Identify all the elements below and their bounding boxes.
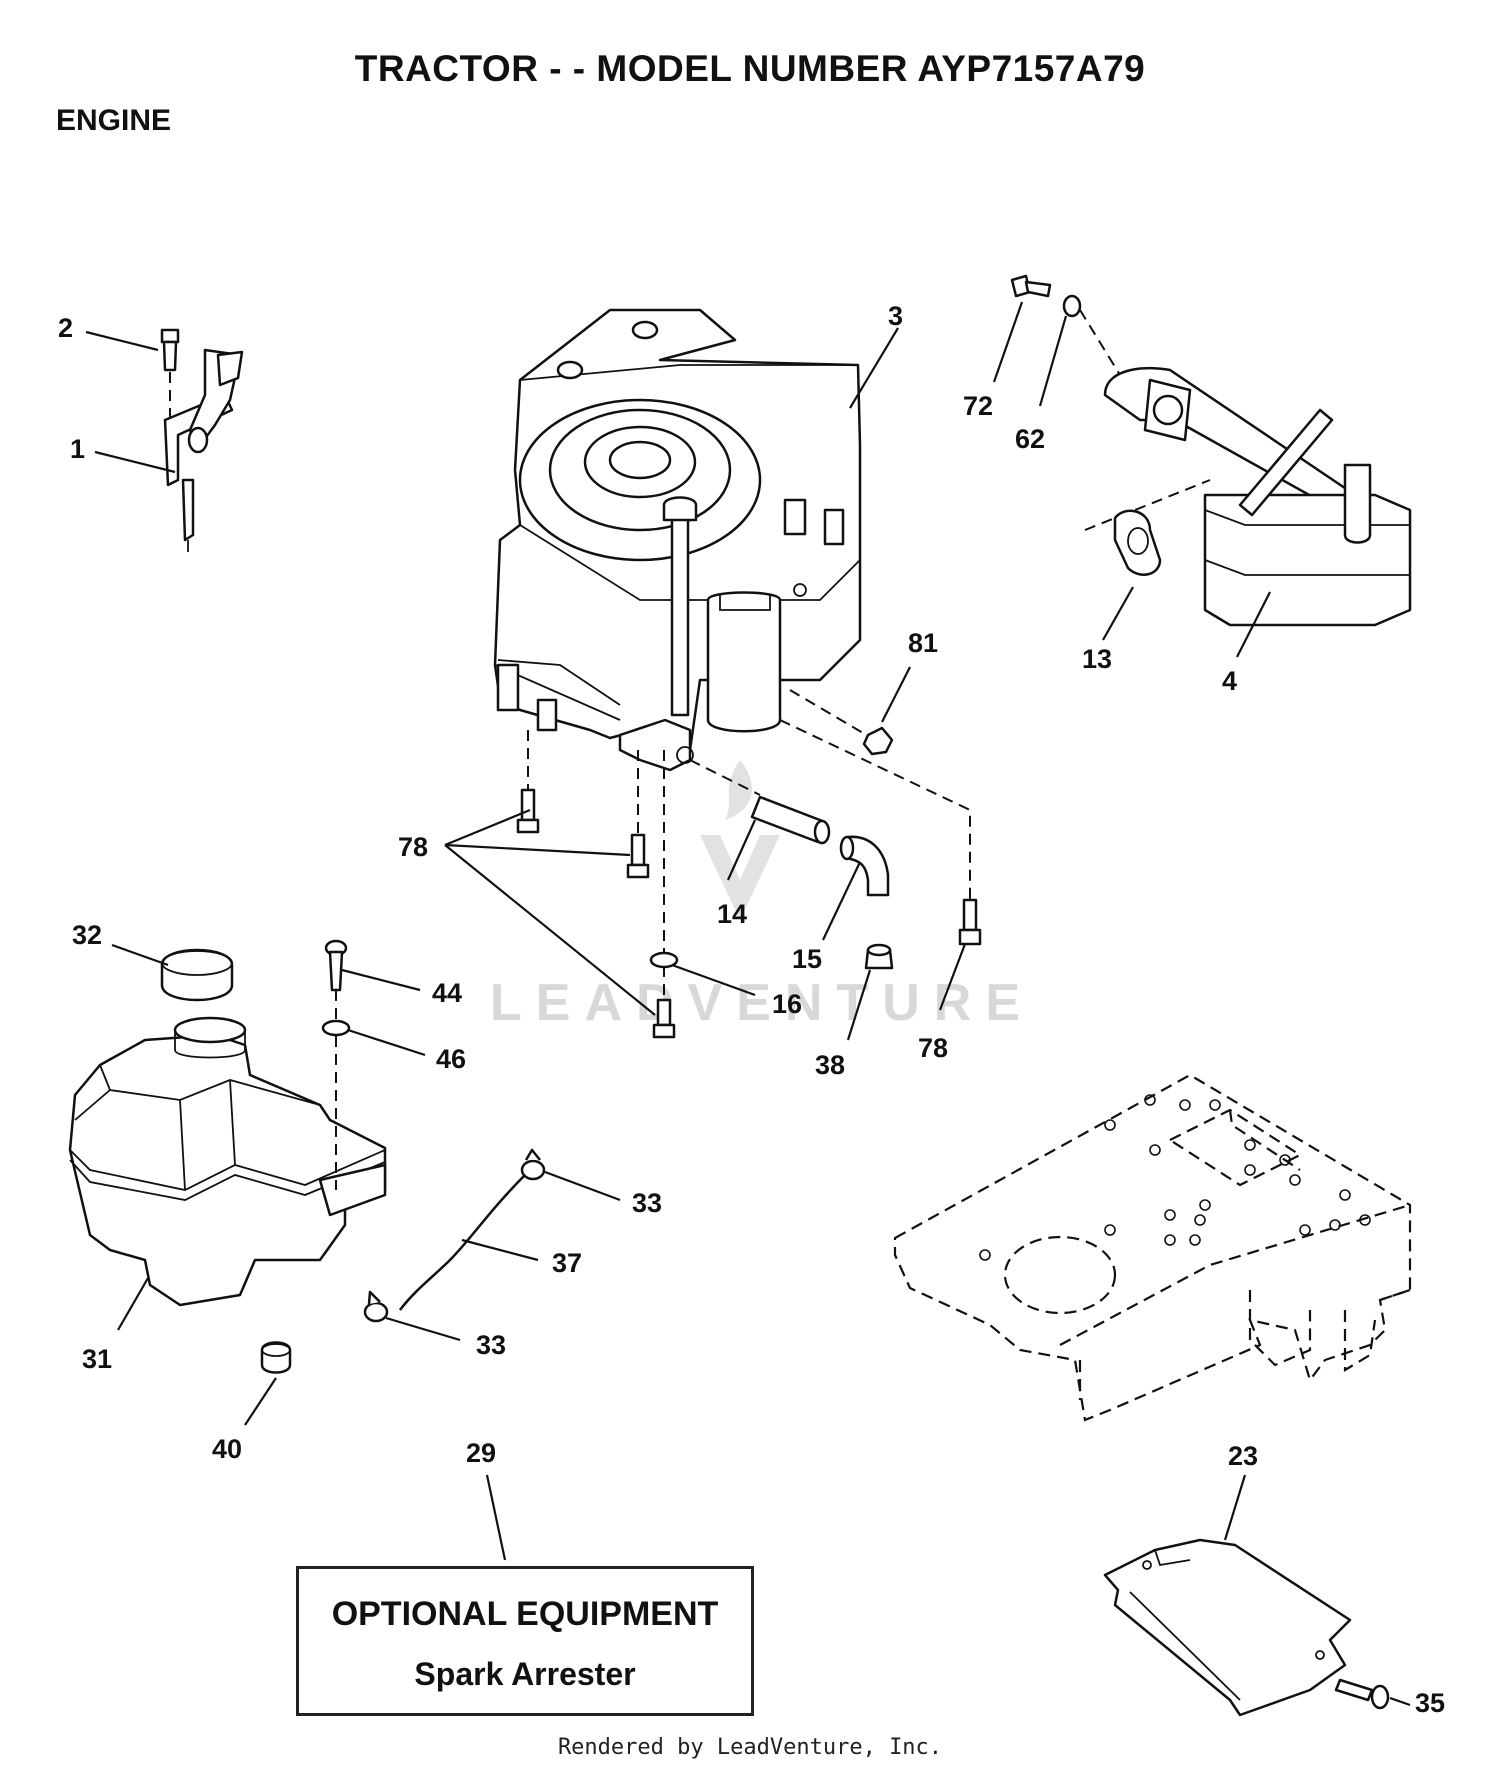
washer-16-part <box>649 951 679 969</box>
elbow-15-part <box>839 835 890 897</box>
section-heading: ENGINE <box>56 104 172 137</box>
optional-equipment-item: Spark Arrester <box>414 1656 636 1692</box>
throttle-control-part <box>160 328 244 552</box>
washer-62-part <box>1062 294 1082 318</box>
callout-62: 62 <box>1015 424 1045 454</box>
plug-38-part <box>864 943 894 970</box>
bolt-78-part <box>516 788 676 1039</box>
washer-46-part <box>321 1019 351 1037</box>
watermark-text: LEADVENTURE <box>490 974 1034 1032</box>
grommet-40-part <box>260 1341 292 1374</box>
callout-46: 46 <box>436 1044 466 1074</box>
callout-33-upper: 33 <box>632 1188 662 1218</box>
callout-81: 81 <box>908 628 938 658</box>
clamp-33a-part <box>520 1148 546 1181</box>
optional-equipment-box: OPTIONAL EQUIPMENT Spark Arrester <box>296 1566 754 1716</box>
bolt-72-part <box>1010 274 1052 298</box>
callout-13: 13 <box>1082 644 1112 674</box>
leadventure-watermark: LEADVENTURE <box>490 760 1034 1032</box>
callout-78-right: 78 <box>918 1033 948 1063</box>
callout-31: 31 <box>82 1344 112 1374</box>
callout-38: 38 <box>815 1050 845 1080</box>
callout-78-left: 78 <box>398 832 428 862</box>
callout-44: 44 <box>432 978 462 1008</box>
callout-16: 16 <box>772 989 802 1019</box>
callout-3: 3 <box>888 301 903 331</box>
render-credit: Rendered by LeadVenture, Inc. <box>557 1735 943 1760</box>
callout-2: 2 <box>58 313 73 343</box>
screw-35-part <box>1334 1678 1390 1710</box>
nipple-14-part <box>750 795 831 845</box>
bolt-78b-part <box>958 898 982 946</box>
leader-lines <box>85 301 1411 1707</box>
callout-15: 15 <box>792 944 822 974</box>
engine-part <box>493 308 862 772</box>
shield-23-part <box>1103 1538 1352 1717</box>
clamp-33b-part <box>363 1290 389 1323</box>
callout-23: 23 <box>1228 1441 1258 1471</box>
frame-reference-part <box>893 1073 1412 1422</box>
callout-40: 40 <box>212 1434 242 1464</box>
callout-72: 72 <box>963 391 993 421</box>
page-title: TRACTOR - - MODEL NUMBER AYP7157A79 <box>354 48 1146 89</box>
nut-81-part <box>862 726 894 756</box>
callout-4: 4 <box>1222 666 1237 696</box>
screw-44-part <box>324 939 348 992</box>
fuel-cap-32-part <box>160 948 234 1002</box>
callout-35: 35 <box>1415 1688 1445 1718</box>
gasket-13-part <box>1113 509 1162 576</box>
callout-32: 32 <box>72 920 102 950</box>
callout-14: 14 <box>717 899 747 929</box>
optional-equipment-heading: OPTIONAL EQUIPMENT <box>331 1595 719 1633</box>
callout-37: 37 <box>552 1248 582 1278</box>
callout-29: 29 <box>466 1438 496 1468</box>
fuel-tank-31-part <box>68 1016 387 1307</box>
muffler-4-part <box>1103 367 1412 627</box>
callout-1: 1 <box>70 434 85 464</box>
callout-33-lower: 33 <box>476 1330 506 1360</box>
